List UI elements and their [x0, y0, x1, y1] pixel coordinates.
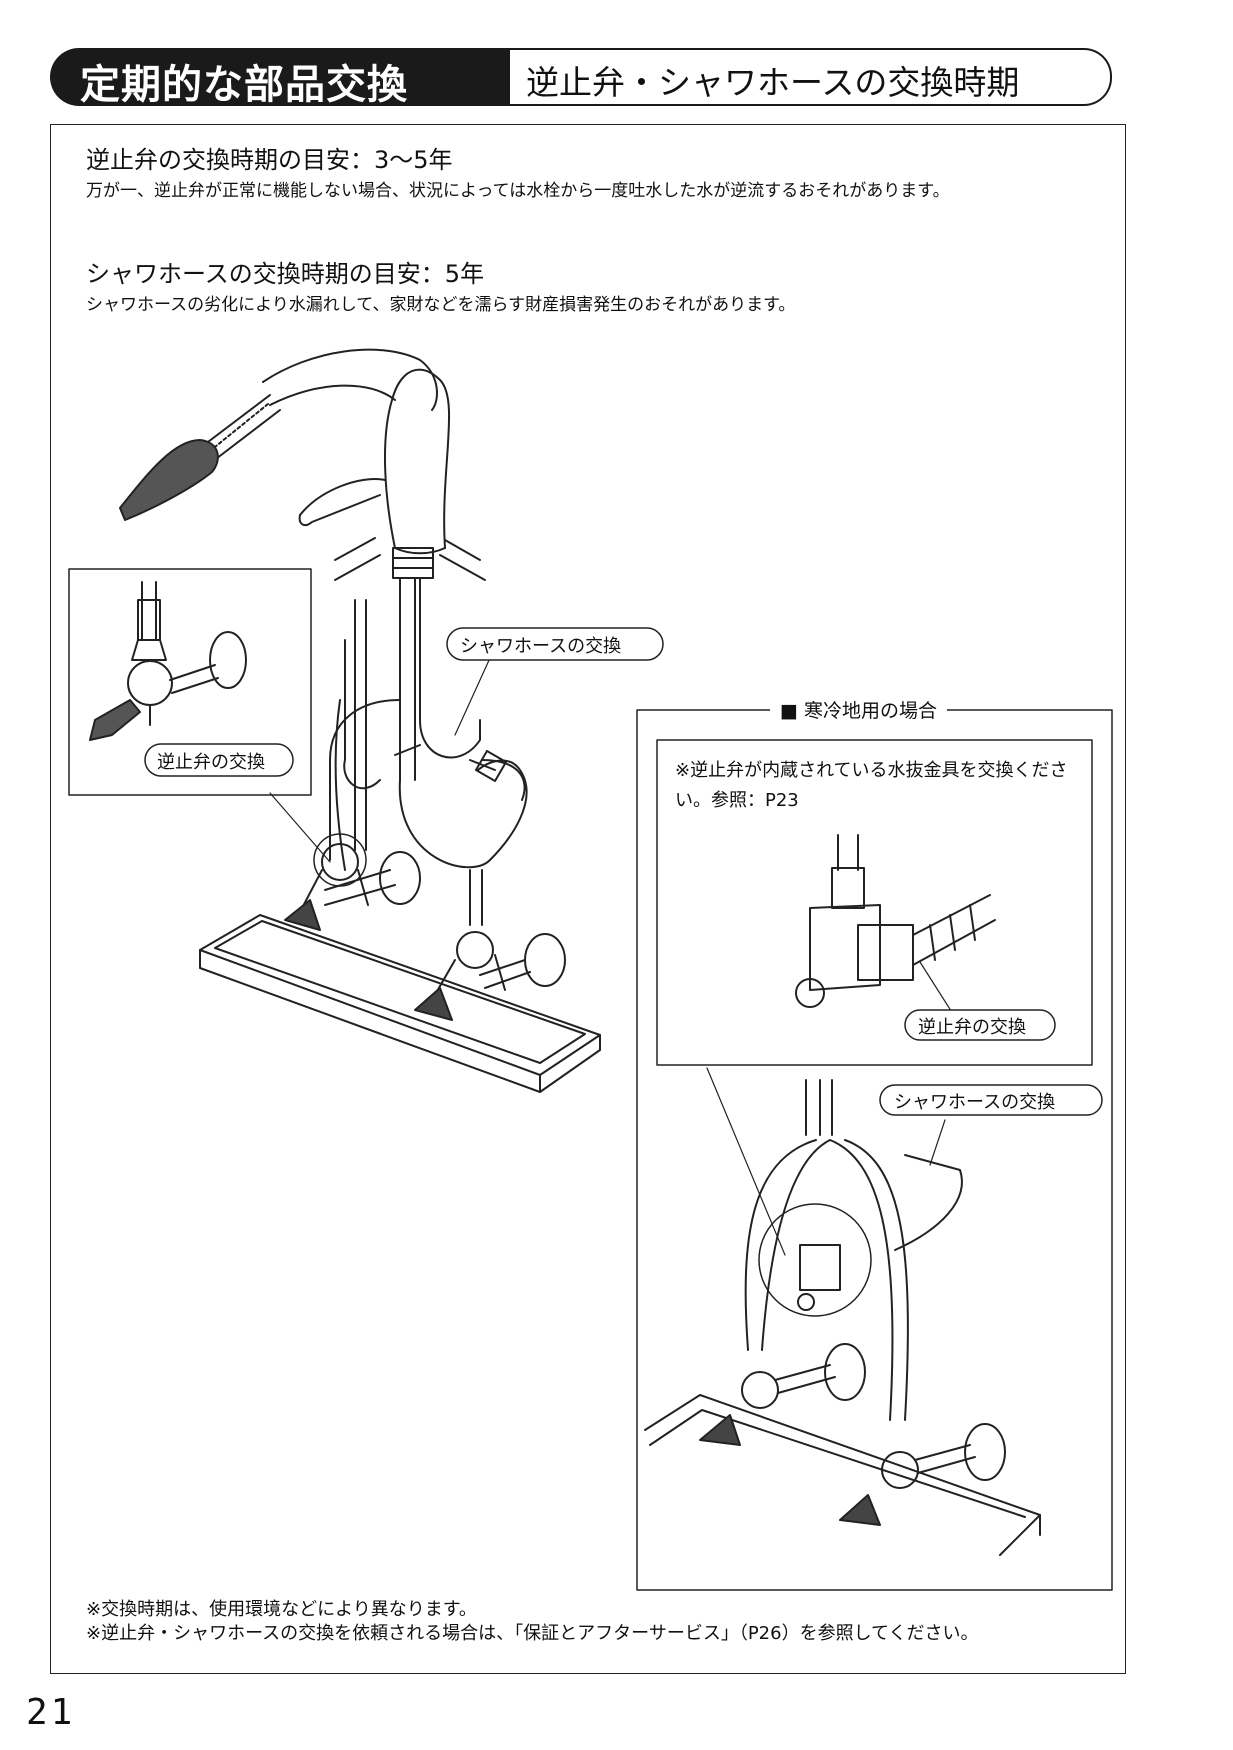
inset-valve-left: [89, 581, 247, 741]
label-check-valve-left: 逆止弁の交換: [157, 752, 265, 773]
page-number: 21: [26, 1692, 76, 1733]
main-tray: [199, 914, 601, 1093]
under-counter-pipes: [329, 577, 528, 926]
header-subtitle-block: 逆止弁・シャワホースの交換時期: [506, 48, 1112, 106]
faucet-spout: [119, 348, 486, 581]
check-valve-heading: 逆止弁の交換時期の目安：3〜5年: [86, 146, 453, 174]
footnote-2: ※逆止弁・シャワホースの交換を依頼される場合は、「保証とアフターサービス」（P2…: [86, 1623, 979, 1644]
header-title-block: 定期的な部品交換: [50, 48, 510, 108]
label-pills: [144, 627, 1103, 1116]
label-shower-hose-cold: シャワホースの交換: [894, 1092, 1056, 1113]
cold-region-title: ■ 寒冷地用の場合: [770, 696, 947, 723]
content-frame: [50, 124, 1126, 1674]
page-header: 定期的な部品交換 逆止弁・シャワホースの交換時期: [50, 48, 1112, 108]
header-subtitle: 逆止弁・シャワホースの交換時期: [526, 63, 1020, 102]
inset-box-left: [68, 568, 312, 796]
header-title: 定期的な部品交換: [80, 62, 408, 108]
cold-region-plumbing: [644, 1067, 1041, 1556]
check-valve-text: 万が一、逆止弁が正常に機能しない場合、状況によっては水栓から一度吐水した水が逆流…: [86, 181, 950, 201]
label-check-valve-cold: 逆止弁の交換: [918, 1017, 1026, 1038]
drain-fitting-inset: [795, 834, 996, 1026]
cold-region-note: ※逆止弁が内蔵されている水抜金具を交換ください。参照：P23: [675, 760, 1068, 811]
cold-region-inset: [656, 739, 1093, 1066]
shower-hose-text: シャワホースの劣化により水漏れして、家財などを濡らす財産損害発生のおそれがありま…: [86, 295, 796, 315]
footnote-1: ※交換時期は、使用環境などにより異なります。: [86, 1599, 477, 1620]
cold-region-frame: [636, 709, 1113, 1591]
shower-hose-heading: シャワホースの交換時期の目安：5年: [86, 260, 485, 288]
label-shower-hose-main: シャワホースの交換: [460, 636, 622, 657]
main-stop-valves: [284, 833, 566, 1021]
